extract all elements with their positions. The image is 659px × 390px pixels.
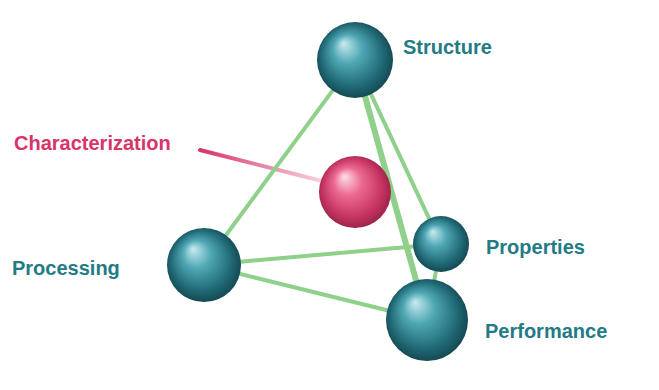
- connector-line: [434, 272, 436, 280]
- connector-line: [226, 91, 333, 236]
- node-label: Structure: [403, 35, 492, 59]
- sphere-shape: [413, 216, 469, 272]
- concept-sphere: Properties: [413, 216, 469, 272]
- node-label: Characterization: [14, 131, 171, 155]
- leader-line: [200, 150, 322, 181]
- sphere-fill: [319, 156, 391, 228]
- sphere-fill: [167, 228, 241, 302]
- connector-line: [240, 274, 387, 310]
- sphere-shape: [317, 22, 393, 98]
- connector-line: [241, 247, 413, 262]
- sphere-fill: [386, 279, 468, 361]
- sphere-fill: [317, 22, 393, 98]
- sphere-shape: [167, 228, 241, 302]
- sphere-shape: [319, 156, 391, 228]
- concept-sphere: Performance: [386, 279, 468, 361]
- concept-sphere: Processing: [167, 228, 241, 302]
- node-label: Properties: [486, 235, 585, 259]
- characterization-sphere: Characterization: [319, 156, 391, 228]
- node-label: Performance: [485, 319, 607, 343]
- concept-sphere: Structure: [317, 22, 393, 98]
- node-label: Processing: [12, 256, 120, 280]
- sphere-shape: [386, 279, 468, 361]
- sphere-fill: [413, 216, 469, 272]
